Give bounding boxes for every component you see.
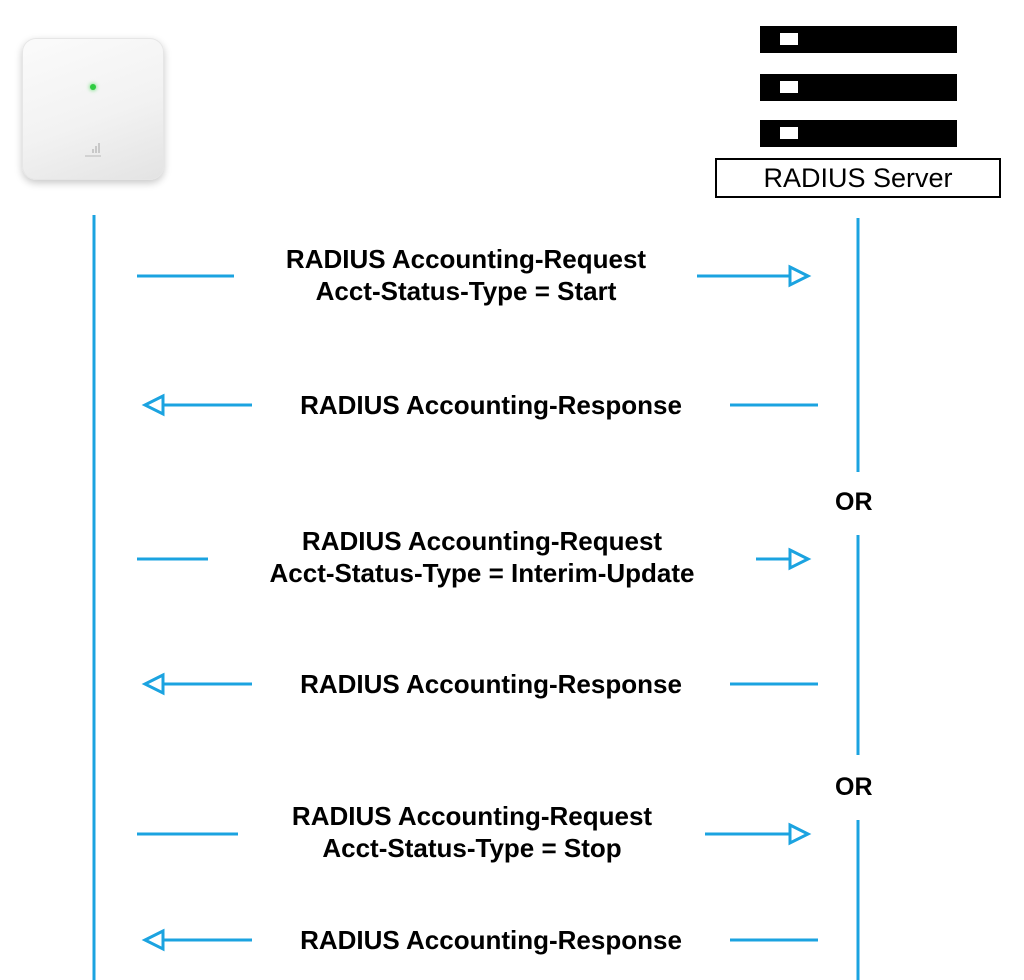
signal-logo-icon	[85, 143, 101, 157]
message-detail: Acct-Status-Type = Interim-Update	[269, 558, 695, 588]
message-detail: Acct-Status-Type = Stop	[322, 833, 622, 863]
message-response: RADIUS Accounting-Response	[300, 924, 682, 956]
server-unit	[760, 26, 957, 53]
arrow-head-right-icon	[788, 264, 812, 288]
message-title: RADIUS Accounting-Response	[300, 925, 682, 955]
arrow-head-left-icon	[141, 928, 165, 952]
arrow-head-right-icon	[788, 547, 812, 571]
access-point-device-icon	[22, 38, 164, 180]
arrow-head-left-icon	[141, 672, 165, 696]
message-title: RADIUS Accounting-Response	[300, 390, 682, 420]
server-drive-icon	[780, 81, 798, 93]
arrow-head-right-icon	[788, 822, 812, 846]
server-label: RADIUS Server	[715, 158, 1001, 198]
message-title: RADIUS Accounting-Request	[301, 526, 663, 556]
status-led-icon	[90, 84, 96, 90]
message-request-stop: RADIUS Accounting-Request Acct-Status-Ty…	[292, 800, 652, 864]
message-detail: Acct-Status-Type = Start	[315, 276, 617, 306]
server-unit	[760, 74, 957, 101]
message-response: RADIUS Accounting-Response	[300, 389, 682, 421]
message-title: RADIUS Accounting-Request	[285, 244, 647, 274]
message-response: RADIUS Accounting-Response	[300, 668, 682, 700]
server-drive-icon	[780, 127, 798, 139]
or-separator: OR	[835, 773, 873, 801]
arrow-head-left-icon	[141, 393, 165, 417]
message-request-start: RADIUS Accounting-Request Acct-Status-Ty…	[286, 243, 646, 307]
message-request-interim: RADIUS Accounting-Request Acct-Status-Ty…	[270, 525, 695, 589]
server-unit	[760, 120, 957, 147]
message-title: RADIUS Accounting-Request	[291, 801, 653, 831]
or-separator: OR	[835, 488, 873, 516]
message-title: RADIUS Accounting-Response	[300, 669, 682, 699]
server-drive-icon	[780, 33, 798, 45]
